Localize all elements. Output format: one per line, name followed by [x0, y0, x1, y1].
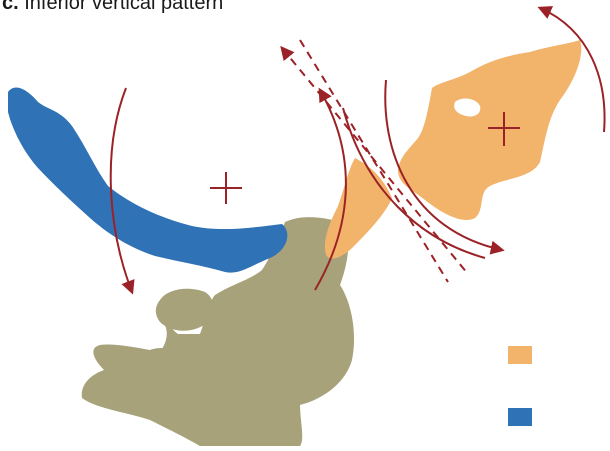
- legend-swatch-blue: [508, 408, 532, 426]
- figure-caption: c. Inferior vertical pattern: [2, 0, 223, 15]
- olive-bone-joint: [156, 289, 213, 331]
- caption-text: Inferior vertical pattern: [24, 0, 223, 14]
- orange-fragment-upper: [398, 40, 581, 220]
- blue-fragment: [8, 87, 287, 272]
- left-crosshair: [210, 172, 242, 204]
- legend-swatch-orange: [508, 346, 532, 364]
- caption-letter: c.: [2, 0, 19, 14]
